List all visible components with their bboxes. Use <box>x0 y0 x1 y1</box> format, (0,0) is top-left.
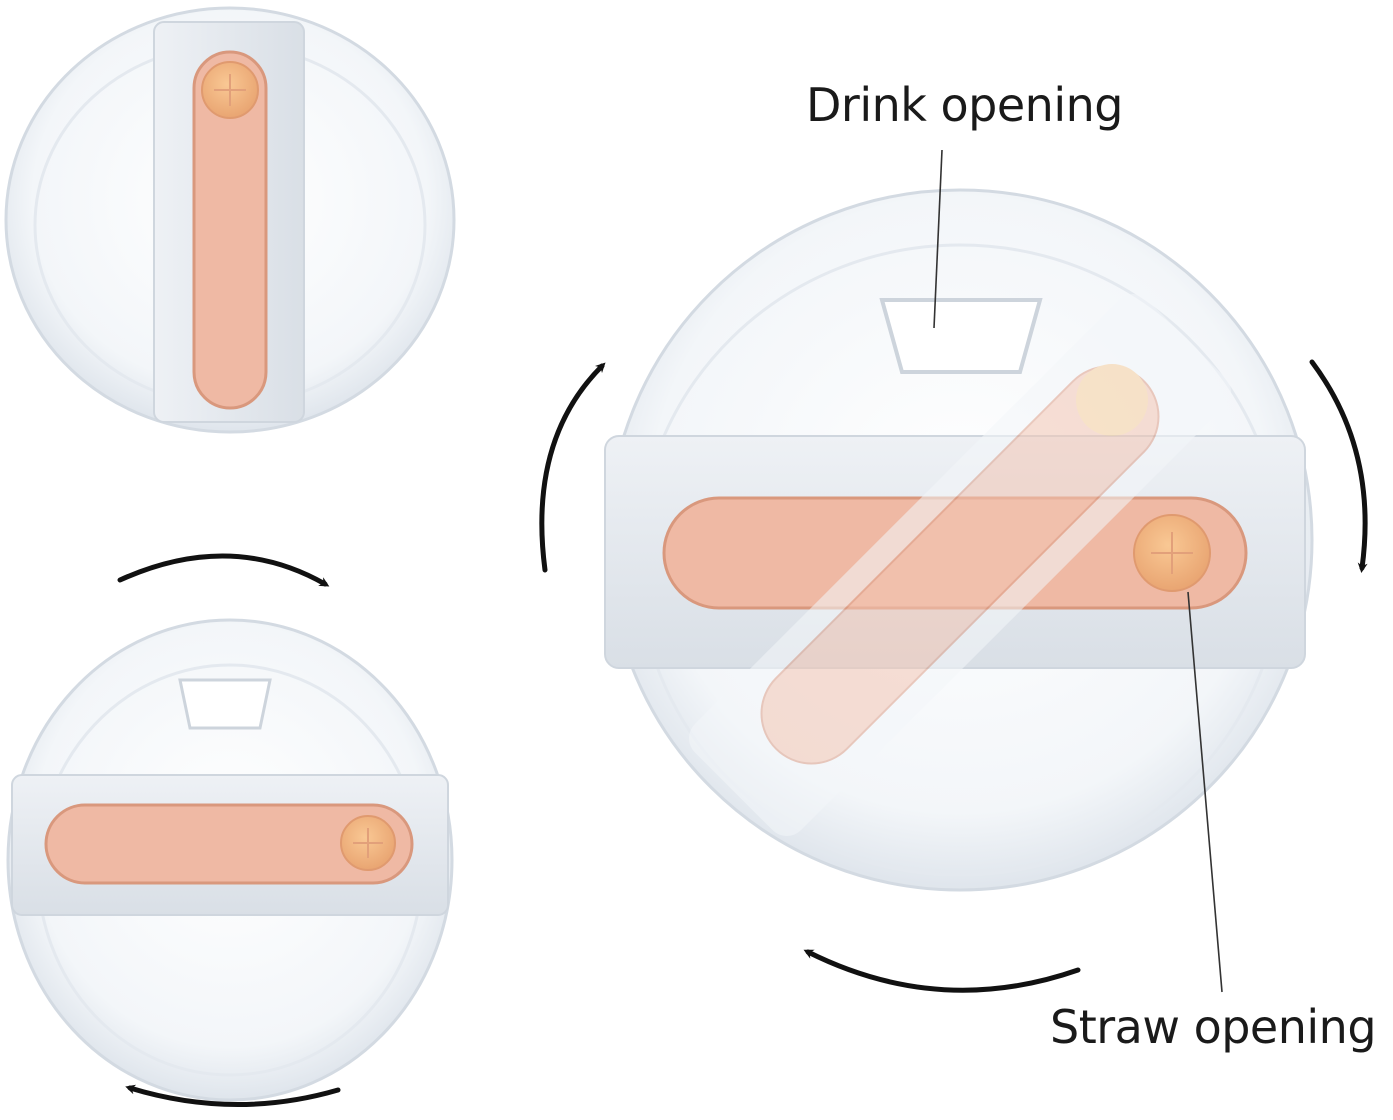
slider-horizontal <box>44 803 414 885</box>
lid-large-right <box>604 188 1314 892</box>
rotate-counterclockwise-arrow-icon <box>125 1084 341 1107</box>
rotate-clockwise-arrow-icon <box>1309 359 1368 573</box>
drink-opening-label: Drink opening <box>806 78 1123 132</box>
lid-top-left <box>4 6 456 434</box>
straw-opening-label: Straw opening <box>1050 1000 1377 1054</box>
straw-opening-leader-line <box>1187 591 1223 993</box>
lid-bottom-left <box>6 618 454 1102</box>
slider-vertical <box>192 50 268 410</box>
drink-opening-small <box>178 678 272 730</box>
slider-rotated-ghost <box>688 293 1232 837</box>
drink-opening-leader-line <box>933 149 943 329</box>
rotate-counterclockwise-arrow-icon <box>803 949 1081 993</box>
rotate-clockwise-arrow-icon <box>539 362 606 573</box>
drink-opening <box>879 298 1043 374</box>
rotate-clockwise-arrow-icon <box>117 553 330 587</box>
